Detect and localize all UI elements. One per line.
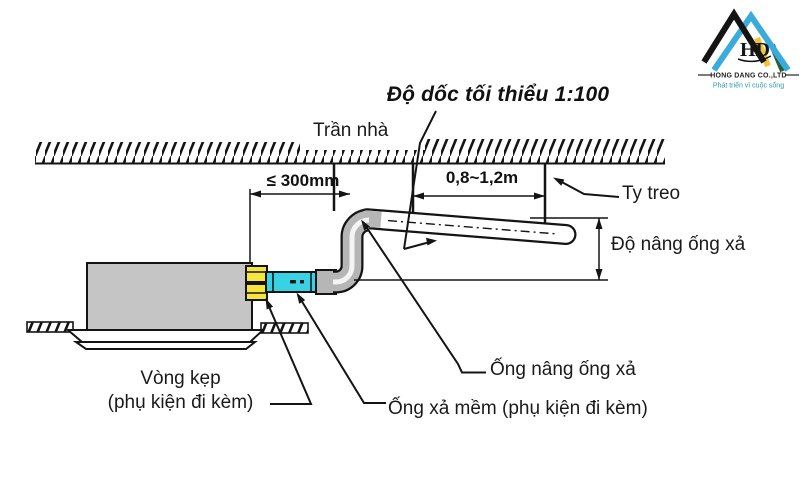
- label-clamp: Vòng kẹp (phụ kiện đi kèm): [88, 367, 273, 415]
- suspended-ceiling-right: [260, 322, 309, 334]
- ceiling-hatch: [35, 139, 665, 165]
- dimension-text-hanger-spacing: 0,8~1,2m: [445, 168, 519, 187]
- leader-hose: [296, 292, 386, 404]
- leader-clamp: [265, 298, 313, 405]
- logo-mark: HD: [701, 8, 791, 73]
- label-flexible-hose: Ống xả mềm (phụ kiện đi kèm): [388, 398, 648, 419]
- label-drain-lift: Độ nâng ống xả: [611, 234, 746, 255]
- decoration-panel: [65, 329, 266, 350]
- flexible-drain-hose: [265, 271, 319, 293]
- logo-tagline: Phát triển vì cuộc sống: [713, 81, 784, 90]
- logo-black-chevron: [701, 8, 767, 64]
- label-clamp-line2: (phụ kiện đi kèm): [107, 392, 254, 413]
- dimension-drain-lift: [354, 217, 608, 281]
- logo-company-name: HONG DANG CO.,LTD: [710, 73, 786, 80]
- company-logo: HD HONG DANG CO.,LTD Phát triển vì cuộc …: [698, 8, 799, 90]
- label-riser-pipe: Ống nâng ống xả: [490, 359, 636, 380]
- leader-hanger-rod: [553, 177, 620, 198]
- label-hanger-rod: Ty treo: [622, 183, 681, 204]
- leader-slope: [403, 110, 437, 250]
- logo-monogram: HD: [740, 39, 770, 61]
- dimension-hanger-spacing: [413, 192, 545, 200]
- dimension-text-300mm: ≤ 300mm: [266, 171, 340, 190]
- drain-clamp: [245, 265, 268, 301]
- leader-riser: [361, 219, 486, 374]
- dimension-300mm: [249, 189, 350, 262]
- logo-blue-chevron: [711, 10, 791, 72]
- indoor-unit: [86, 262, 253, 331]
- logo-yellow-bar: [754, 36, 771, 68]
- suspended-ceiling-left: [26, 321, 74, 333]
- drain-riser-pipe: [333, 208, 577, 294]
- logo-swoosh: [737, 55, 772, 63]
- diagram-title: Độ dốc tối thiểu 1:100: [386, 83, 610, 106]
- label-ceiling: Trần nhà: [313, 120, 389, 141]
- label-clamp-line1: Vòng kẹp: [140, 368, 221, 389]
